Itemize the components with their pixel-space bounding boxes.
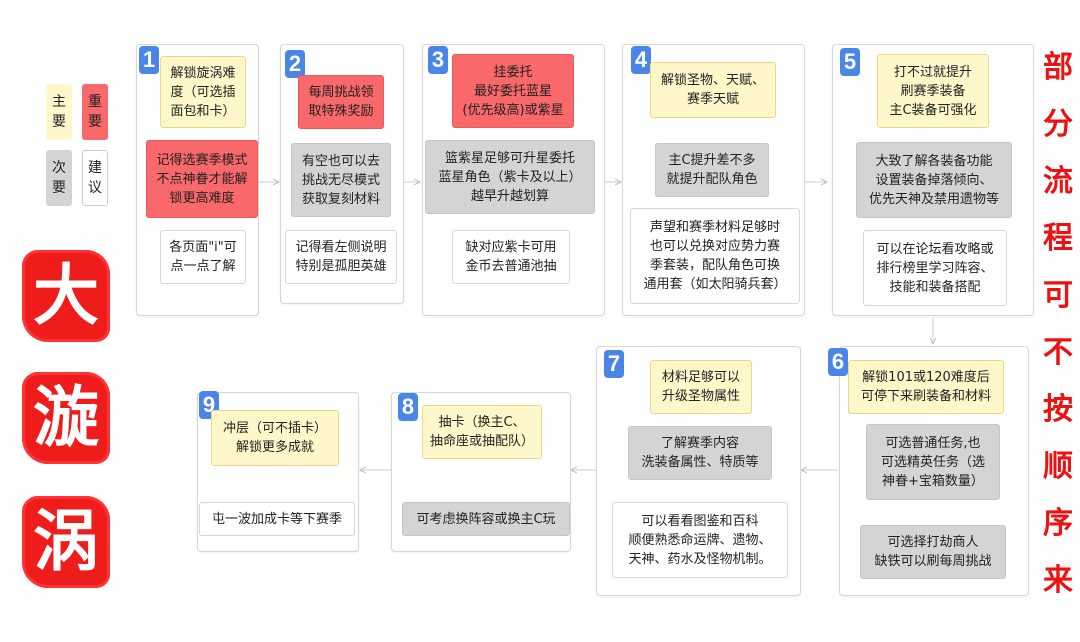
step-5-main: 打不过就提升 刷赛季装备 主C装备可强化 [877,54,989,128]
step-6-main: 解锁101或120难度后 可停下来刷装备和材料 [848,360,1004,414]
step-2-important: 每周挑战领 取特殊奖励 [298,75,384,129]
side-char: 流 [1043,164,1073,199]
side-char: 不 [1043,335,1073,370]
step-1-suggest: 各页面"i"可 点一点了解 [160,230,246,284]
step-2-secondary: 有空也可以去 挑战无尽模式 获取复刻材料 [291,143,391,217]
legend-important: 重 要 [82,84,108,140]
step-9-suggest: 屯一波加成卡等下赛季 [199,502,355,536]
step-number-4: 4 [631,46,651,74]
side-char: 分 [1043,107,1073,142]
step-3-important: 挂委托 最好委托蓝星 (优先级高)或紫星 [452,54,574,128]
side-char: 顺 [1043,449,1073,484]
side-char: 部 [1043,50,1073,85]
step-4-suggest: 声望和赛季材料足够时 也可以兑换对应势力赛 季套装，配队角色可换 通用套（如太阳… [630,208,800,304]
step-number-1: 1 [139,46,159,74]
step-9-main: 冲层（可不插卡） 解锁更多成就 [211,410,339,466]
step-8-secondary: 可考虑换阵容或换主C玩 [402,502,570,536]
legend-suggest: 建 议 [82,150,108,206]
title-char-1: 大 [22,250,110,342]
step-number-3: 3 [428,46,448,74]
legend-main: 主 要 [46,84,72,140]
step-8-main: 抽卡（换主C、 抽命座或抽配队） [422,405,542,459]
step-2-suggest: 记得看左侧说明 特别是孤胆英雄 [285,230,397,284]
side-char: 来 [1043,563,1073,598]
side-char: 序 [1043,506,1073,541]
step-number-5: 5 [840,48,860,76]
step-7-suggest: 可以看看图鉴和百科 顺便熟悉命运牌、遗物、 天神、药水及怪物机制。 [612,502,788,578]
step-7-secondary: 了解赛季内容 洗装备属性、特质等 [628,426,772,480]
step-number-2: 2 [285,50,305,78]
step-6-secondary: 可选普通任务,也 可选精英任务（选 神眷+宝箱数量） [866,424,1000,500]
step-number-7: 7 [604,350,624,378]
step-4-secondary: 主C提升差不多 就提升配队角色 [655,143,769,197]
step-1-important: 记得选赛季模式 不点神眷才能解 锁更高难度 [146,140,258,218]
step-5-secondary: 大致了解各装备功能 设置装备掉落倾向、 优先天神及禁用遗物等 [856,142,1012,218]
side-char: 可 [1043,278,1073,313]
legend-secondary: 次 要 [46,150,72,206]
title-char-2: 漩 [22,372,110,464]
step-3-suggest: 缺对应紫卡可用 金币去普通池抽 [452,230,570,284]
step-number-6: 6 [828,348,848,376]
step-4-main: 解锁圣物、天赋、 赛季天赋 [650,62,776,118]
side-char: 按 [1043,392,1073,427]
step-6-secondary-2: 可选择打劫商人 缺铁可以刷每周挑战 [860,525,1006,579]
side-char: 程 [1043,221,1073,256]
step-number-8: 8 [398,393,418,421]
step-7-main: 材料足够可以 升级圣物属性 [650,360,752,414]
step-3-secondary: 篮紫星足够可升星委托 蓝星角色（紫卡及以上） 越早升越划算 [425,140,595,214]
step-5-suggest: 可以在论坛看攻略或 排行榜里学习阵容、 技能和装备搭配 [863,230,1007,306]
step-1-main: 解锁旋涡难 度（可选插 面包和卡） [160,56,246,128]
title-char-3: 涡 [22,496,110,588]
